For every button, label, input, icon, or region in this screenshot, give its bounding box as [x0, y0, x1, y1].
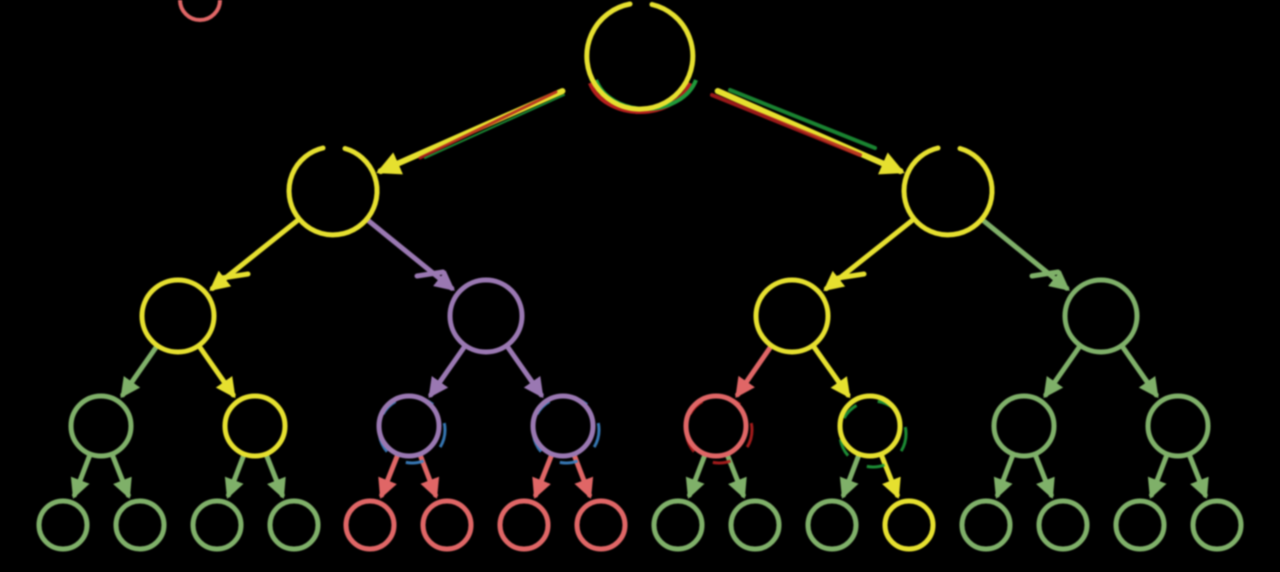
tree-edge-arrow	[505, 344, 544, 399]
tree-node	[286, 145, 380, 238]
tree-edge-arrow	[120, 344, 159, 399]
tree-edge-arrow	[993, 452, 1016, 499]
tree-edge-arrow	[378, 452, 400, 499]
edge-streak	[728, 88, 877, 150]
corner-partial-circle	[178, 0, 222, 22]
tree-edge-arrow	[1147, 452, 1170, 499]
tree-edge-arrow	[366, 218, 455, 291]
tree-edge-arrow	[224, 452, 247, 499]
tree-node	[420, 498, 474, 552]
edge-tick-mark	[835, 271, 867, 281]
tree-node	[753, 277, 831, 355]
node-overlay-ring	[531, 395, 601, 465]
tree-edge-arrow	[428, 344, 467, 399]
tree-edge-arrow	[714, 88, 905, 175]
edges-layer	[70, 88, 1209, 499]
tree-edge-arrow	[1033, 452, 1055, 499]
tree-node	[343, 498, 397, 552]
tree-node	[901, 145, 995, 238]
tree-edge-arrow	[879, 452, 901, 499]
tree-edge-arrow	[1120, 344, 1159, 399]
tree-node	[651, 498, 705, 552]
nodes-layer	[36, 1, 1244, 552]
tree-node	[447, 277, 525, 355]
edge-tick-mark	[414, 269, 446, 279]
tree-node	[882, 498, 936, 552]
tree-node	[267, 498, 321, 552]
tree-edge-arrow	[1043, 344, 1082, 399]
tree-node	[190, 498, 244, 552]
tree-edge-arrow	[735, 344, 773, 398]
tree-node	[1145, 393, 1211, 459]
edge-tick-mark	[1029, 269, 1061, 279]
tree-edge-arrow	[981, 218, 1070, 291]
tree-edge-arrow	[197, 344, 236, 399]
tree-node	[139, 277, 217, 355]
node-overlay-ring	[377, 395, 447, 465]
tree-node	[1190, 498, 1244, 552]
tree-node	[574, 498, 628, 552]
tree-node	[376, 393, 442, 459]
tree-node	[1036, 498, 1090, 552]
node-overlay-ring	[684, 395, 754, 465]
tree-node	[991, 393, 1057, 459]
tree-node	[1113, 498, 1167, 552]
decor-layer	[219, 79, 1061, 469]
edge-streak	[424, 94, 565, 159]
tree-edge-arrow	[264, 452, 286, 499]
edge-streak	[418, 90, 558, 160]
tree-node	[497, 498, 551, 552]
tree-node	[837, 393, 903, 459]
tree-edge-arrow	[70, 452, 93, 499]
tree-node	[36, 498, 90, 552]
edge-streak	[710, 93, 862, 157]
tree-node	[805, 498, 859, 552]
tree-node	[683, 393, 749, 459]
edge-tick-mark	[219, 271, 251, 281]
tree-node	[584, 1, 696, 112]
tree-node	[959, 498, 1013, 552]
tree-edge-arrow	[110, 452, 132, 499]
tree-node	[728, 498, 782, 552]
tree-node	[68, 393, 134, 459]
node-overlay-ring	[838, 399, 908, 469]
tree-node	[113, 498, 167, 552]
tree-node	[530, 393, 596, 459]
tree-edge-arrow	[685, 452, 708, 499]
tree-edge-arrow	[1187, 452, 1209, 499]
tree-node	[1062, 277, 1140, 355]
tree-edge-arrow	[532, 452, 554, 499]
tree-edge-arrow	[811, 344, 851, 399]
tree-edge-arrow	[839, 452, 862, 499]
tree-node	[222, 393, 288, 459]
